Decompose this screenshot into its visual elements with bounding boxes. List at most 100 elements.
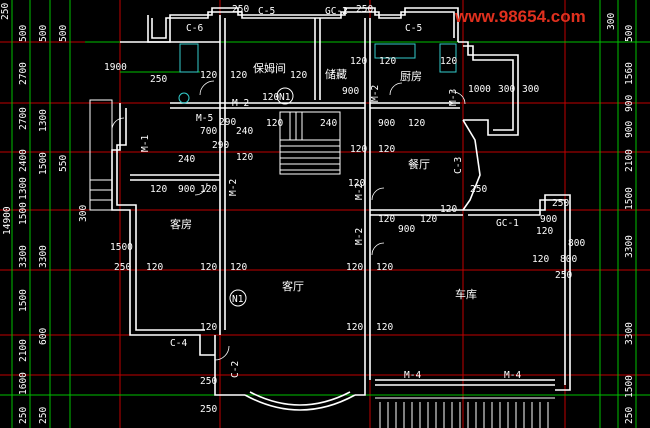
entry-steps [89,99,113,211]
tag-gc1: GC-1 [496,218,519,229]
dim-240b: 240 [320,118,337,129]
dim-900d: 900 [398,224,415,235]
opening-tags: C-5 GC-2 C-5 C-6 M-2 M-2 M-3 M-5 M-1 C-3… [140,6,521,381]
dim-1500: 1500 [110,242,133,253]
interior-dimensions: 1900 250 120 120 120 120 120 120 900 120… [104,4,585,415]
dim-120c: 120 [290,70,307,81]
dim-120v: 120 [532,254,549,265]
dim-120y: 120 [376,322,393,333]
left-inner-dim-3: 1300 [38,109,49,132]
tag-m3: M-3 [448,89,459,106]
tag-c2: C-2 [230,361,241,378]
dim-250d: 250 [555,270,572,281]
dim-120e: 120 [379,56,396,67]
total-left-dim: 14900 [2,206,13,235]
tag-c4: C-4 [170,338,187,349]
dim-120aa: 120 [236,152,253,163]
left-inner-dim-5: 300 [78,205,89,222]
tag-m2e: M-2 [354,228,365,245]
dim-120o: 120 [378,214,395,225]
dim-300a: 300 [498,84,515,95]
left-inner-dim-6: 3300 [38,245,49,268]
dim-900a: 900 [342,86,359,97]
left-dim-3: 2700 [18,107,29,130]
left-inner-dim-2: 1500 [38,152,49,175]
dim-120a: 120 [200,70,217,81]
dim-250e: 250 [552,198,569,209]
right-dim-3: 900 [624,95,635,112]
dim-240a: 240 [236,126,253,137]
left-dim-7: 3300 [18,245,29,268]
left-inner-dim-4: 550 [58,155,69,172]
right-dim-8: 3300 [624,322,635,345]
north-arrow-1: N1 [276,87,294,105]
dim-290a: 290 [219,117,236,128]
dim-900e: 900 [540,214,557,225]
right-dim-6: 1500 [624,187,635,210]
staircase [279,111,341,175]
left-dim-10: 1600 [18,372,29,395]
tag-c6: C-6 [186,23,203,34]
north-arrow-2: N1 [229,289,247,307]
dim-120b: 120 [230,70,247,81]
tag-m5: M-5 [196,113,213,124]
dim-290b: 290 [212,140,229,151]
right-dim-7: 3300 [624,235,635,258]
dim-800b: 800 [568,238,585,249]
left-inner-dim-7: 600 [38,328,49,345]
left-dim-0: 250 [0,3,11,20]
dim-900c: 900 [178,184,195,195]
tag-m1: M-1 [140,135,151,152]
dim-250a: 250 [150,74,167,85]
dim-250c: 250 [114,262,131,273]
dim-120p: 120 [440,204,457,215]
walls [111,7,571,411]
left-dim-5: 1300 [18,177,29,200]
room-living-label: 客厅 [282,279,304,293]
dim-120x: 120 [346,322,363,333]
dim-120f: 120 [440,56,457,67]
tag-m4b: M-4 [504,370,521,381]
tag-m2b: M-2 [370,85,381,102]
garage-ramp [375,397,555,428]
dim-120i: 120 [350,144,367,155]
tag-c3: C-3 [453,157,464,174]
dim-120w: 120 [200,322,217,333]
dim-250g: 250 [200,404,217,415]
dim-700: 700 [200,126,217,137]
dim-800: 800 [560,254,577,265]
dim-120ab: 120 [266,118,283,129]
right-dim-0: 300 [606,13,617,30]
dim-120u: 120 [376,262,393,273]
tag-m2c: M-2 [228,179,239,196]
tag-m4a: M-4 [404,370,421,381]
room-nanny-label: 保姆间 [253,61,286,75]
left-dim-6: 1500 [18,202,29,225]
right-dimensions: 300 500 1560 900 900 2100 1500 3300 3300… [606,13,635,424]
right-dim-4: 900 [624,121,635,138]
dim-300b: 300 [522,84,539,95]
dim-250i: 250 [356,4,373,15]
dim-120n: 120 [420,214,437,225]
left-inner-dim-8: 250 [38,407,49,424]
dim-120d: 120 [350,56,367,67]
dim-250f: 250 [200,376,217,387]
dim-1900: 1900 [104,62,127,73]
bathtub-icon [179,43,199,73]
dim-120j: 120 [378,144,395,155]
right-dim-10: 250 [624,407,635,424]
dim-120t: 120 [346,262,363,273]
dim-120z: 120 [536,226,553,237]
north-arrow-1-label: N1 [279,92,291,103]
room-dining-label: 餐厅 [408,157,430,171]
left-dim-8: 1500 [18,289,29,312]
left-dim-9: 2100 [18,339,29,362]
tag-gc2: GC-2 [325,6,348,17]
door-swings [111,80,466,361]
watermark-text: www.98654.com [454,7,586,26]
left-dim-2: 2700 [18,62,29,85]
room-guest-label: 客房 [170,217,192,231]
left-dimensions: 250 500 2700 2700 2400 1300 1500 3300 15… [0,3,89,424]
dim-120m: 120 [348,178,365,189]
